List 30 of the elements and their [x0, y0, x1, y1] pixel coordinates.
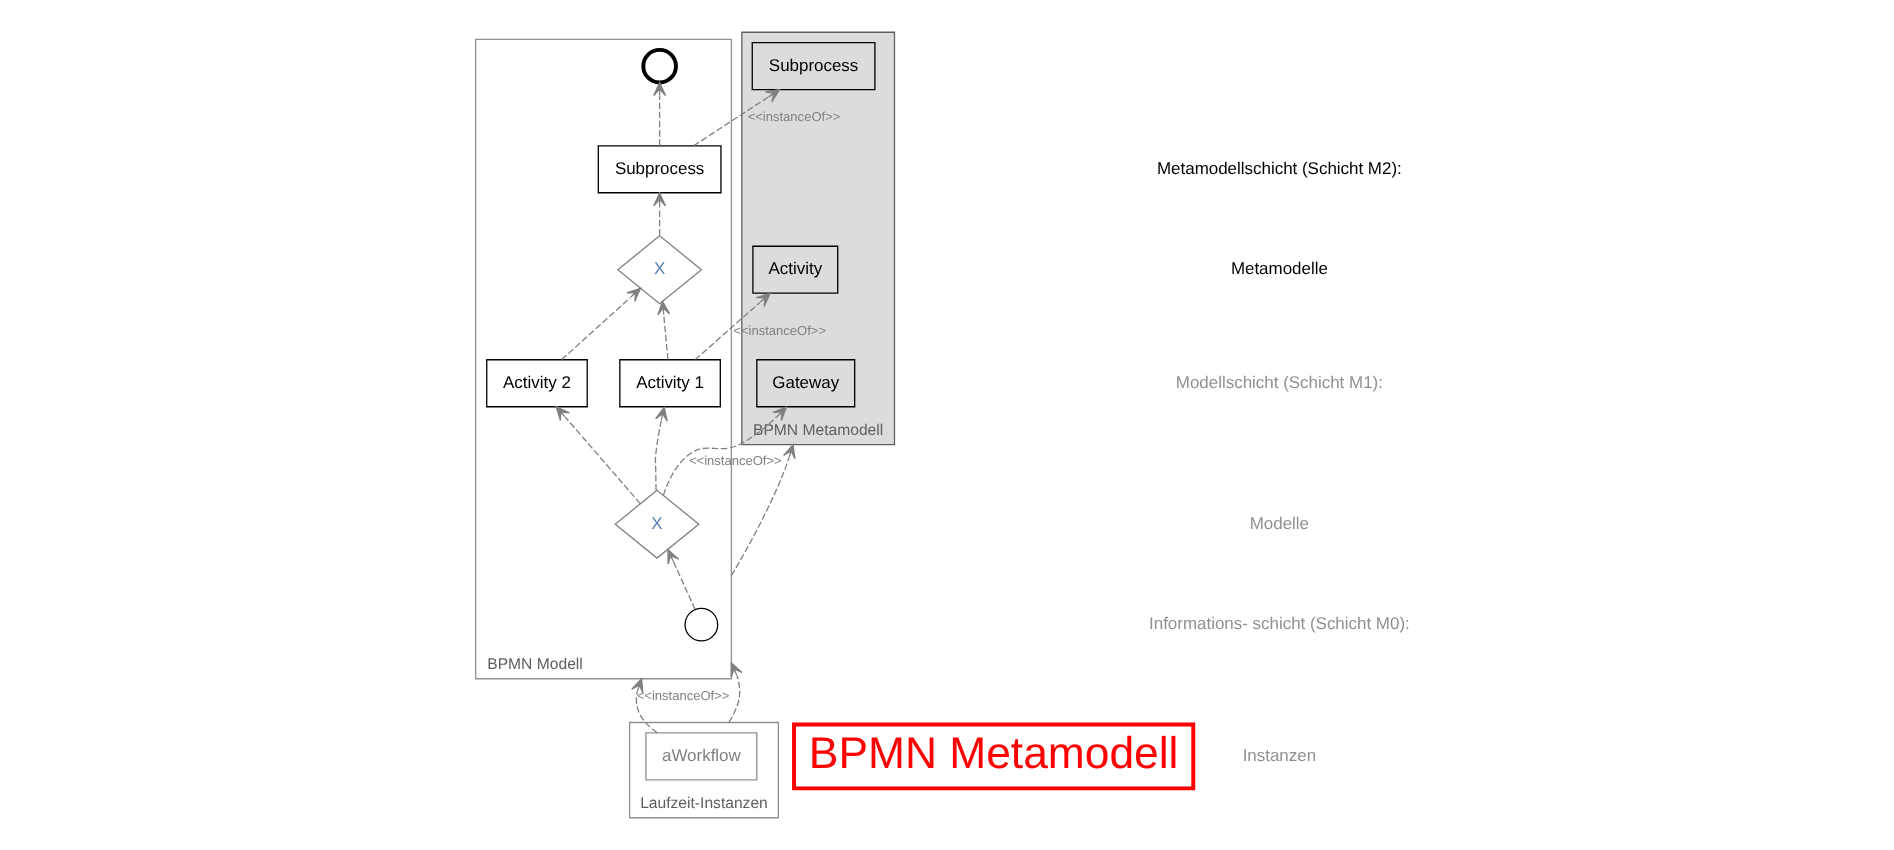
arrow — [654, 406, 668, 492]
label: Informations- schicht (Schicht M0): — [1149, 613, 1410, 634]
label: Metamodelle — [1230, 258, 1328, 279]
node-box: Activity 2 — [486, 359, 588, 408]
node-box: Gateway — [756, 359, 856, 408]
node-box: Activity 1 — [619, 359, 721, 408]
node-box: aWorkflow — [645, 732, 758, 781]
arrow — [662, 406, 788, 496]
arrow — [667, 549, 696, 610]
label: Instanzen — [1242, 744, 1317, 765]
label: Modelle — [1249, 512, 1310, 533]
arrow — [631, 678, 658, 734]
arrow — [657, 300, 671, 361]
node-diamond: X — [614, 489, 700, 559]
label: Metamodellschicht (Schicht M2): — [1157, 157, 1402, 178]
node-circle — [684, 607, 719, 642]
node-box: BPMN Metamodell — [792, 722, 1196, 791]
arrow — [653, 192, 667, 236]
arrow — [555, 406, 641, 505]
node-circle — [641, 47, 678, 85]
node-box: Activity — [752, 245, 839, 294]
arrow — [728, 662, 743, 724]
arrow — [653, 81, 667, 147]
arrow — [694, 292, 771, 361]
label: Modellschicht (Schicht M1): — [1175, 371, 1383, 392]
node-box: Subprocess — [597, 145, 722, 194]
node-box: Subprocess — [751, 42, 876, 91]
arrow — [561, 287, 642, 361]
arrow — [693, 89, 781, 147]
arrow — [730, 443, 796, 577]
